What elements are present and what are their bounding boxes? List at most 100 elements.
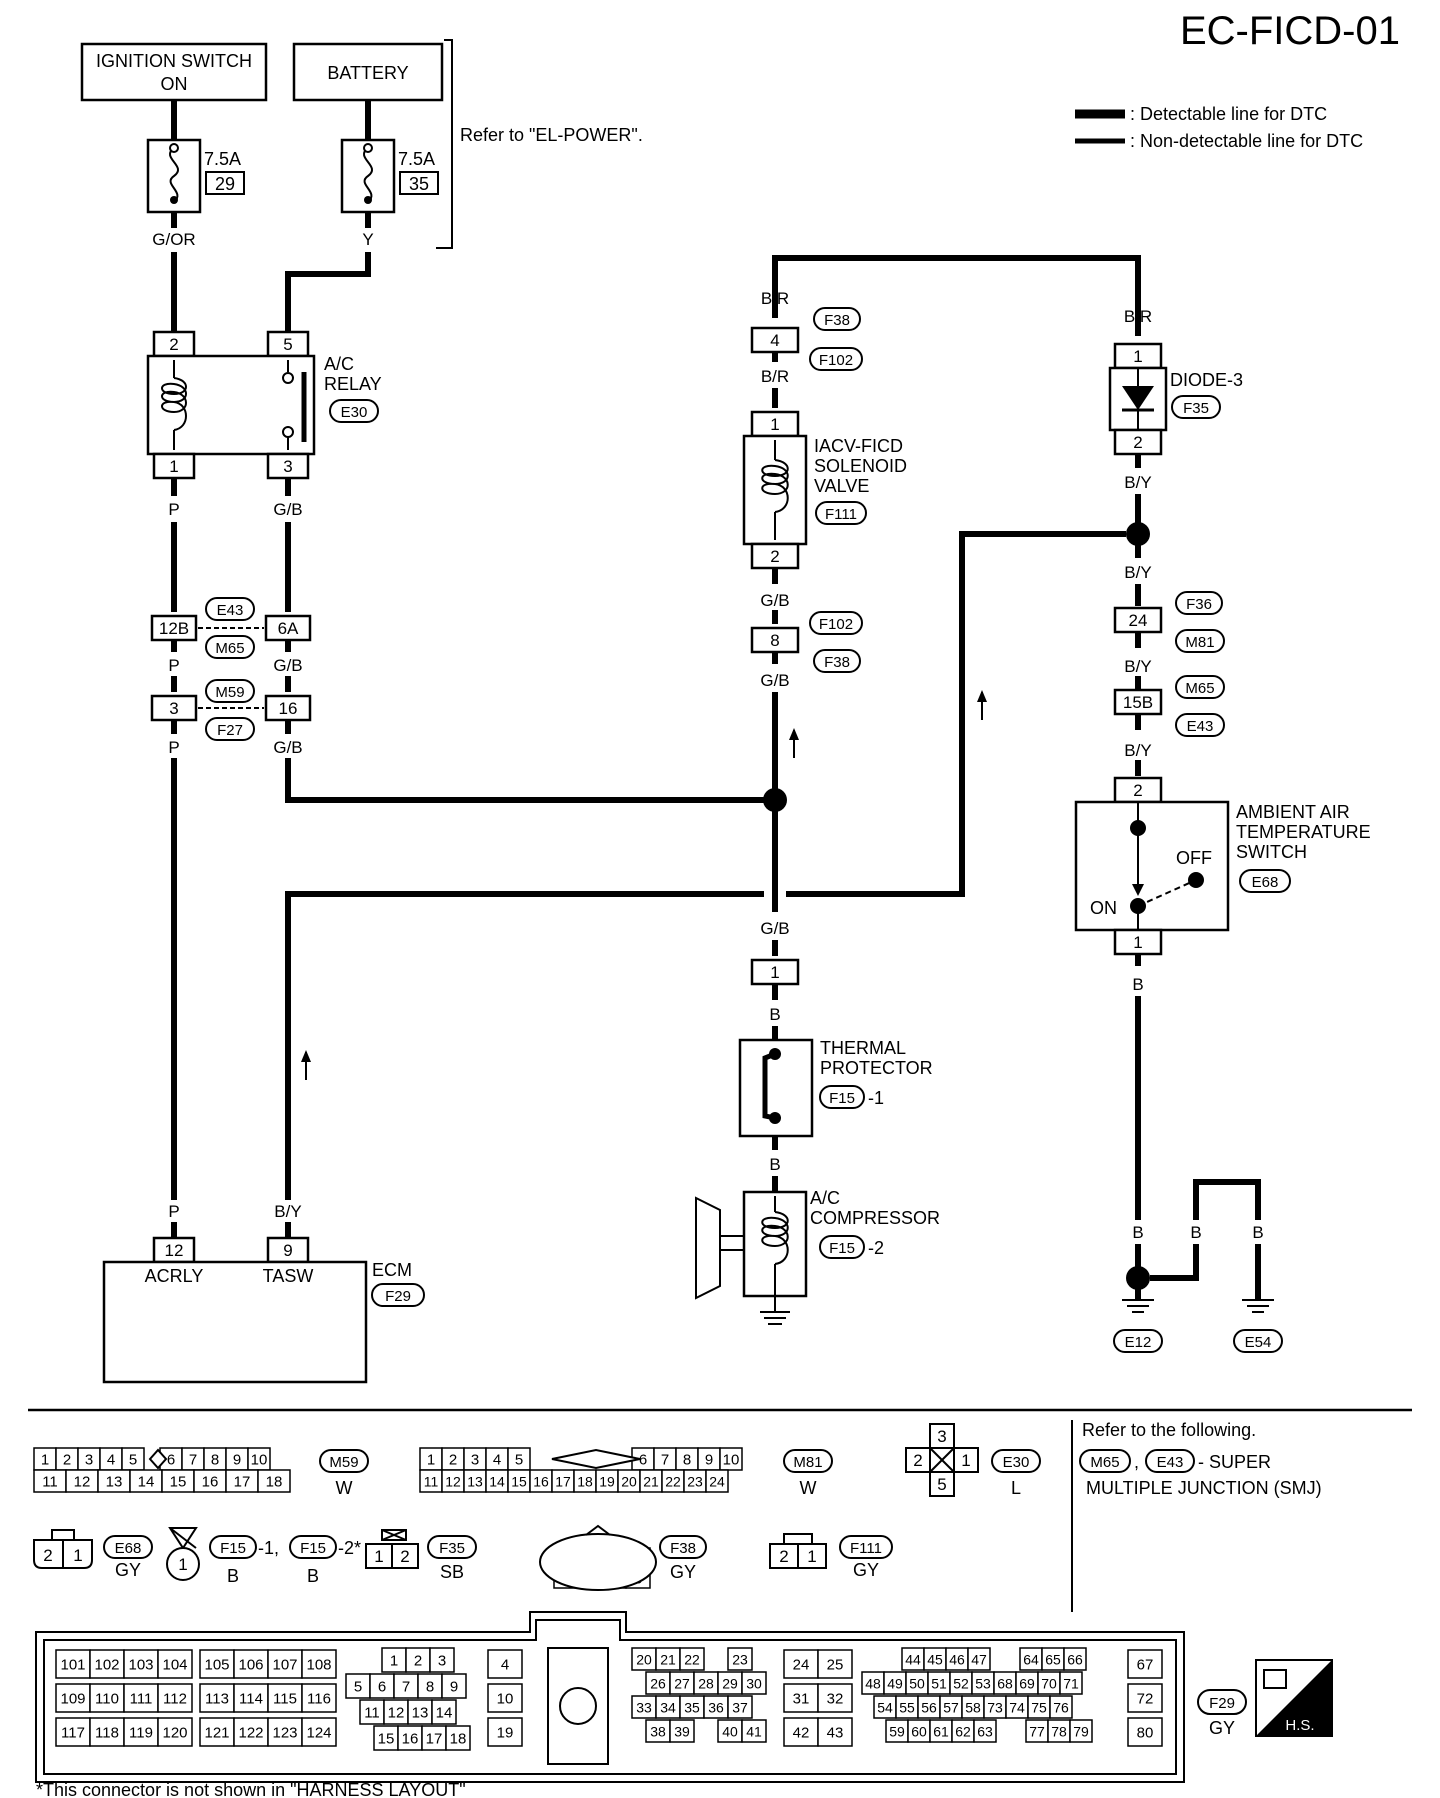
e30-name: E30 bbox=[1003, 1454, 1030, 1471]
pin-number: 1 bbox=[427, 1452, 435, 1469]
ecm-label: ECM bbox=[372, 1260, 412, 1280]
f35-name: F35 bbox=[439, 1540, 465, 1557]
pin-number: 18 bbox=[450, 1731, 467, 1748]
pin-number: 75 bbox=[1031, 1700, 1047, 1716]
m59-key-icon bbox=[148, 1448, 168, 1470]
joint-12b-label: 12B bbox=[159, 619, 189, 638]
e30-pin-1: 1 bbox=[961, 1451, 970, 1470]
pin-cell bbox=[967, 1647, 991, 1671]
smj-text-2: MULTIPLE JUNCTION (SMJ) bbox=[1086, 1478, 1322, 1498]
pin-number: 18 bbox=[266, 1474, 283, 1491]
hs-badge: H.S. bbox=[1255, 1659, 1333, 1737]
pin-number: 73 bbox=[987, 1700, 1003, 1716]
f111-color: GY bbox=[853, 1560, 879, 1580]
pin-number: 20 bbox=[621, 1474, 637, 1490]
m59-name: M59 bbox=[329, 1454, 358, 1471]
joint-24 bbox=[1113, 606, 1163, 634]
relay-pin-2: 2 bbox=[169, 335, 178, 354]
ground-e12-label: E12 bbox=[1125, 1334, 1152, 1351]
e68-pin-2: 2 bbox=[43, 1546, 52, 1565]
pin-number: 10 bbox=[251, 1452, 268, 1469]
e68-name: E68 bbox=[115, 1540, 142, 1557]
pin-number: 114 bbox=[239, 1691, 263, 1708]
m81-color: W bbox=[800, 1478, 817, 1498]
e68-pin-1: 1 bbox=[73, 1546, 82, 1565]
pin-number: 15 bbox=[170, 1474, 187, 1491]
pin-number: 5 bbox=[129, 1452, 137, 1469]
pin-number: 17 bbox=[555, 1474, 571, 1490]
pin-number: 9 bbox=[450, 1679, 458, 1696]
pin-number: 11 bbox=[42, 1474, 58, 1491]
pin-cell bbox=[817, 1683, 853, 1713]
pin-number: 102 bbox=[94, 1657, 119, 1674]
pin-number: 69 bbox=[1019, 1676, 1035, 1692]
pin-number: 64 bbox=[1023, 1652, 1039, 1668]
connector-f15-view: 1 F15 -1, F15 -2* B B bbox=[166, 1527, 361, 1586]
pin-cell bbox=[1049, 1695, 1073, 1719]
wire-color-p-4: P bbox=[168, 1202, 179, 1221]
pin-number: 10 bbox=[497, 1691, 514, 1708]
wire-color-p-3: P bbox=[168, 738, 179, 757]
pin-number: 4 bbox=[493, 1452, 501, 1469]
pin-number: 104 bbox=[162, 1657, 187, 1674]
pin-number: 2 bbox=[414, 1653, 422, 1670]
pin-number: 105 bbox=[204, 1657, 229, 1674]
f35-pin-2: 2 bbox=[400, 1547, 409, 1566]
pin-number: 15 bbox=[378, 1731, 395, 1748]
ambient-on: ON bbox=[1090, 898, 1117, 918]
relay-pin-3: 3 bbox=[283, 457, 292, 476]
pin-number: 6 bbox=[639, 1452, 647, 1469]
pin-cell bbox=[157, 1649, 193, 1679]
pin-cell bbox=[233, 1683, 269, 1713]
pin-number: 120 bbox=[162, 1725, 187, 1742]
smj-conn-e43: E43 bbox=[1157, 1454, 1184, 1471]
joint-3-label: 3 bbox=[169, 699, 178, 718]
ignition-switch-label: IGNITION SWITCH bbox=[96, 51, 252, 71]
pin-number: 110 bbox=[95, 1691, 119, 1708]
pin-number: 9 bbox=[705, 1452, 713, 1469]
pin-cell bbox=[157, 1717, 193, 1747]
pin-number: 2 bbox=[63, 1452, 71, 1469]
wire-color-gb-4: G/B bbox=[760, 591, 789, 610]
legend-detectable: : Detectable line for DTC bbox=[1130, 104, 1327, 124]
pin-number: 8 bbox=[211, 1452, 219, 1469]
pin-number: 12 bbox=[74, 1474, 91, 1491]
connector-f29-view: F29 GY bbox=[35, 1611, 1247, 1783]
pin-number: 65 bbox=[1045, 1652, 1061, 1668]
pin-number: 116 bbox=[307, 1691, 331, 1708]
power-refer: Refer to "EL-POWER". bbox=[460, 125, 643, 145]
wire-color-b-1: B bbox=[769, 1005, 780, 1024]
pin-cell bbox=[417, 1673, 443, 1699]
compressor-label-1: A/C bbox=[810, 1188, 840, 1208]
thermal-suffix: -1 bbox=[868, 1088, 884, 1108]
pin-number: 109 bbox=[60, 1691, 85, 1708]
pin-cell bbox=[487, 1717, 523, 1747]
joint-conn-e43-r: E43 bbox=[1187, 718, 1214, 735]
pin-cell bbox=[55, 1683, 91, 1713]
pin-number: 16 bbox=[202, 1474, 219, 1491]
joint-8-label: 8 bbox=[770, 631, 779, 650]
pin-cell bbox=[373, 1725, 399, 1751]
pin-number: 61 bbox=[933, 1724, 949, 1740]
f15-suffix-2: -2* bbox=[338, 1538, 361, 1558]
pin-cell bbox=[301, 1649, 337, 1679]
pin-number: 2 bbox=[449, 1452, 457, 1469]
wire-color-by-1: B/Y bbox=[1124, 473, 1151, 492]
wire-color-b-2: B bbox=[769, 1155, 780, 1174]
joint-conn-e43: E43 bbox=[217, 602, 244, 619]
connector-f38-view: F38 GY bbox=[539, 1524, 707, 1591]
pin-number: 71 bbox=[1063, 1676, 1079, 1692]
hs-label: H.S. bbox=[1285, 1717, 1314, 1734]
wire-color-gb-1: G/B bbox=[273, 500, 302, 519]
relay-label-1: A/C bbox=[324, 354, 354, 374]
pin-cell bbox=[405, 1647, 431, 1673]
wire-color-b-6: B bbox=[1252, 1223, 1263, 1242]
ambient-label-3: SWITCH bbox=[1236, 842, 1307, 862]
pin-number: 55 bbox=[899, 1700, 915, 1716]
pin-number: 72 bbox=[1137, 1691, 1154, 1708]
ecm-tasw: TASW bbox=[263, 1266, 314, 1286]
pin-number: 23 bbox=[732, 1652, 748, 1668]
pin-number: 36 bbox=[708, 1700, 724, 1716]
connector-f111-view: 2 1 F111 GY bbox=[769, 1533, 893, 1580]
ecm-pin-9: 9 bbox=[283, 1241, 292, 1260]
